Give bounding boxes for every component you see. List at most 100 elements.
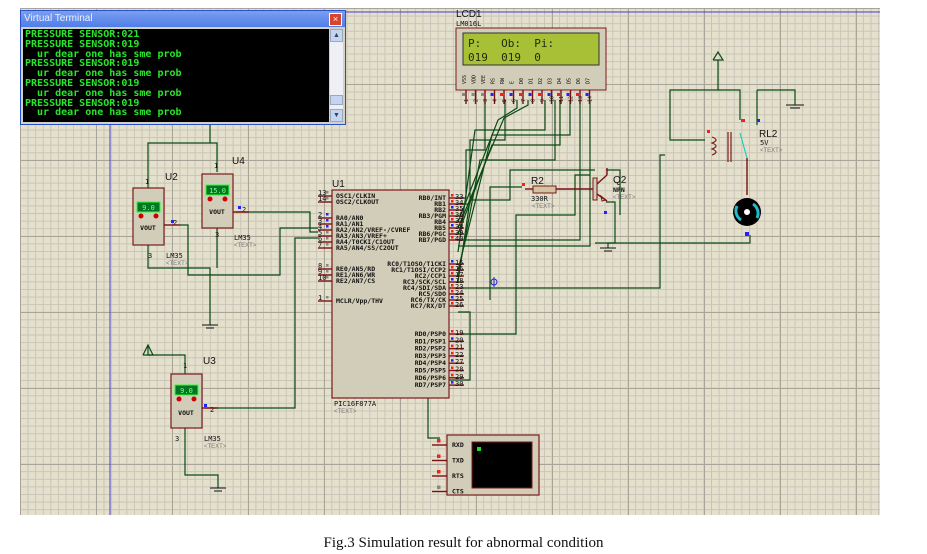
scrollbar-thumb[interactable] bbox=[330, 95, 343, 105]
lcd-pin-number: 6 bbox=[512, 99, 518, 102]
serial-pin-label: TXD bbox=[452, 457, 464, 465]
pin-number: 6 bbox=[318, 235, 322, 243]
chevron-down-icon[interactable]: ▼ bbox=[330, 109, 343, 122]
lcd-pin-number: 12 bbox=[569, 96, 575, 102]
pin-name: RB2 bbox=[434, 206, 446, 214]
terminal-line: PRESSURE SENSOR:019 bbox=[25, 38, 140, 50]
lcd-row-1: P: Ob: Pi: bbox=[468, 37, 554, 50]
pin-number: 13 bbox=[318, 189, 326, 197]
lcd-pin-number: 14 bbox=[588, 96, 594, 102]
pin-name: RE2/AN7/CS bbox=[336, 277, 375, 285]
lcd-pin-number: 10 bbox=[550, 96, 556, 102]
pin-number: 2 bbox=[242, 206, 246, 214]
pin-name: RA0/AN0 bbox=[336, 214, 363, 222]
lcd-pin-label: VDD bbox=[472, 75, 478, 84]
transistor-type: NPN bbox=[613, 186, 625, 194]
pin-number: 14 bbox=[318, 195, 326, 203]
transistor-q2[interactable]: Q2 NPN <TEXT> bbox=[592, 168, 636, 214]
relay-rl2[interactable]: RL2 5V <TEXT> bbox=[707, 119, 783, 195]
pin-name: RB6/PGC bbox=[419, 230, 446, 238]
sensor-reading: 9.0 bbox=[180, 387, 193, 395]
virtual-terminal-titlebar[interactable]: Virtual Terminal × bbox=[21, 11, 345, 27]
pin-number: 10 bbox=[318, 274, 326, 282]
power-terminals bbox=[142, 50, 725, 356]
pin-number: 38 bbox=[455, 223, 463, 231]
sensor-u2[interactable]: 9.0 VOUT U2 LM35 <TEXT> 1 2 3 bbox=[132, 172, 189, 267]
sensor-ref: U3 bbox=[203, 356, 216, 367]
lcd-pin-number: 5 bbox=[502, 99, 508, 102]
lcd-screen bbox=[462, 32, 600, 66]
lcd-pin-number: 13 bbox=[578, 96, 584, 102]
pin-number: 4 bbox=[318, 223, 322, 231]
pin-number: 1 bbox=[214, 162, 218, 170]
pin-name: RD3/PSP3 bbox=[415, 352, 446, 360]
pin-name: OSC1/CLKIN bbox=[336, 192, 375, 200]
pin-name: OSC2/CLKOUT bbox=[336, 198, 379, 206]
mcu-pin: 13 OSC1/CLKIN bbox=[318, 189, 375, 200]
pin-number: 25 bbox=[455, 295, 463, 303]
text-placeholder: <TEXT> bbox=[760, 148, 783, 154]
pin-number: 8 bbox=[318, 262, 322, 270]
pin-number: 19 bbox=[455, 329, 463, 337]
fan-motor[interactable] bbox=[733, 198, 761, 236]
sensor-ref: U2 bbox=[165, 172, 178, 183]
pin-name: RC6/TX/CK bbox=[411, 296, 446, 304]
terminal-line: ur dear one has sme prob bbox=[25, 68, 182, 80]
probe-marker[interactable] bbox=[490, 277, 498, 287]
pin-number: 5 bbox=[318, 229, 322, 237]
pin-name: RD4/PSP4 bbox=[415, 359, 446, 367]
resistor-r2[interactable]: R2 330R <TEXT> bbox=[522, 176, 593, 210]
pin-number: 20 bbox=[455, 336, 463, 344]
terminal-line: PRESSURE SENSOR:019 bbox=[25, 58, 140, 70]
pin-number: 21 bbox=[455, 344, 463, 352]
lcd-pin-number: 9 bbox=[540, 99, 546, 102]
lcd-pin-label: VSS bbox=[462, 75, 468, 84]
terminal-line: PRESSURE SENSOR:019 bbox=[25, 97, 140, 109]
sensor-u4[interactable]: 15.0 VOUT U4 LM35 <TEXT> 1 2 3 bbox=[201, 156, 257, 249]
pin-name: RB4 bbox=[434, 218, 446, 226]
chevron-up-icon[interactable]: ▲ bbox=[330, 29, 343, 42]
lcd-pin: D07 bbox=[519, 78, 527, 104]
lcd-row-2: 019 019 0 bbox=[468, 51, 541, 64]
pin-number: 3 bbox=[148, 252, 152, 260]
pin-name: RD6/PSP6 bbox=[415, 374, 446, 382]
sensor-ref: U4 bbox=[232, 156, 245, 167]
vertical-scrollbar[interactable]: ▲ ▼ bbox=[330, 29, 343, 122]
pin-name: RA4/T0CKI/C1OUT bbox=[336, 238, 395, 246]
lcd-display[interactable]: LCD1 LM016L P: Ob: Pi: 019 019 0 VSS1VDD… bbox=[455, 9, 607, 104]
pin-name: RE1/AN6/WR bbox=[336, 271, 375, 279]
pin-name: RC7/RX/DT bbox=[411, 302, 446, 310]
text-placeholder: <TEXT> bbox=[166, 261, 189, 267]
close-icon[interactable]: × bbox=[329, 13, 342, 26]
pin-name: MCLR/Vpp/THV bbox=[336, 297, 383, 305]
lcd-pin-label: VEE bbox=[481, 75, 487, 84]
sensor-u3[interactable]: 9.0 VOUT U3 LM35 <TEXT> 1 2 3 bbox=[170, 356, 227, 450]
pin-name: RA3/AN3/VREF+ bbox=[336, 232, 387, 240]
pin-number: 23 bbox=[455, 283, 463, 291]
mcu-ref: U1 bbox=[332, 179, 345, 190]
serial-pin-label: CTS bbox=[452, 488, 464, 496]
mcu-pin: 6 RA4/T0CKI/C1OUT bbox=[318, 235, 395, 246]
sensor-reading: 15.0 bbox=[209, 187, 226, 195]
